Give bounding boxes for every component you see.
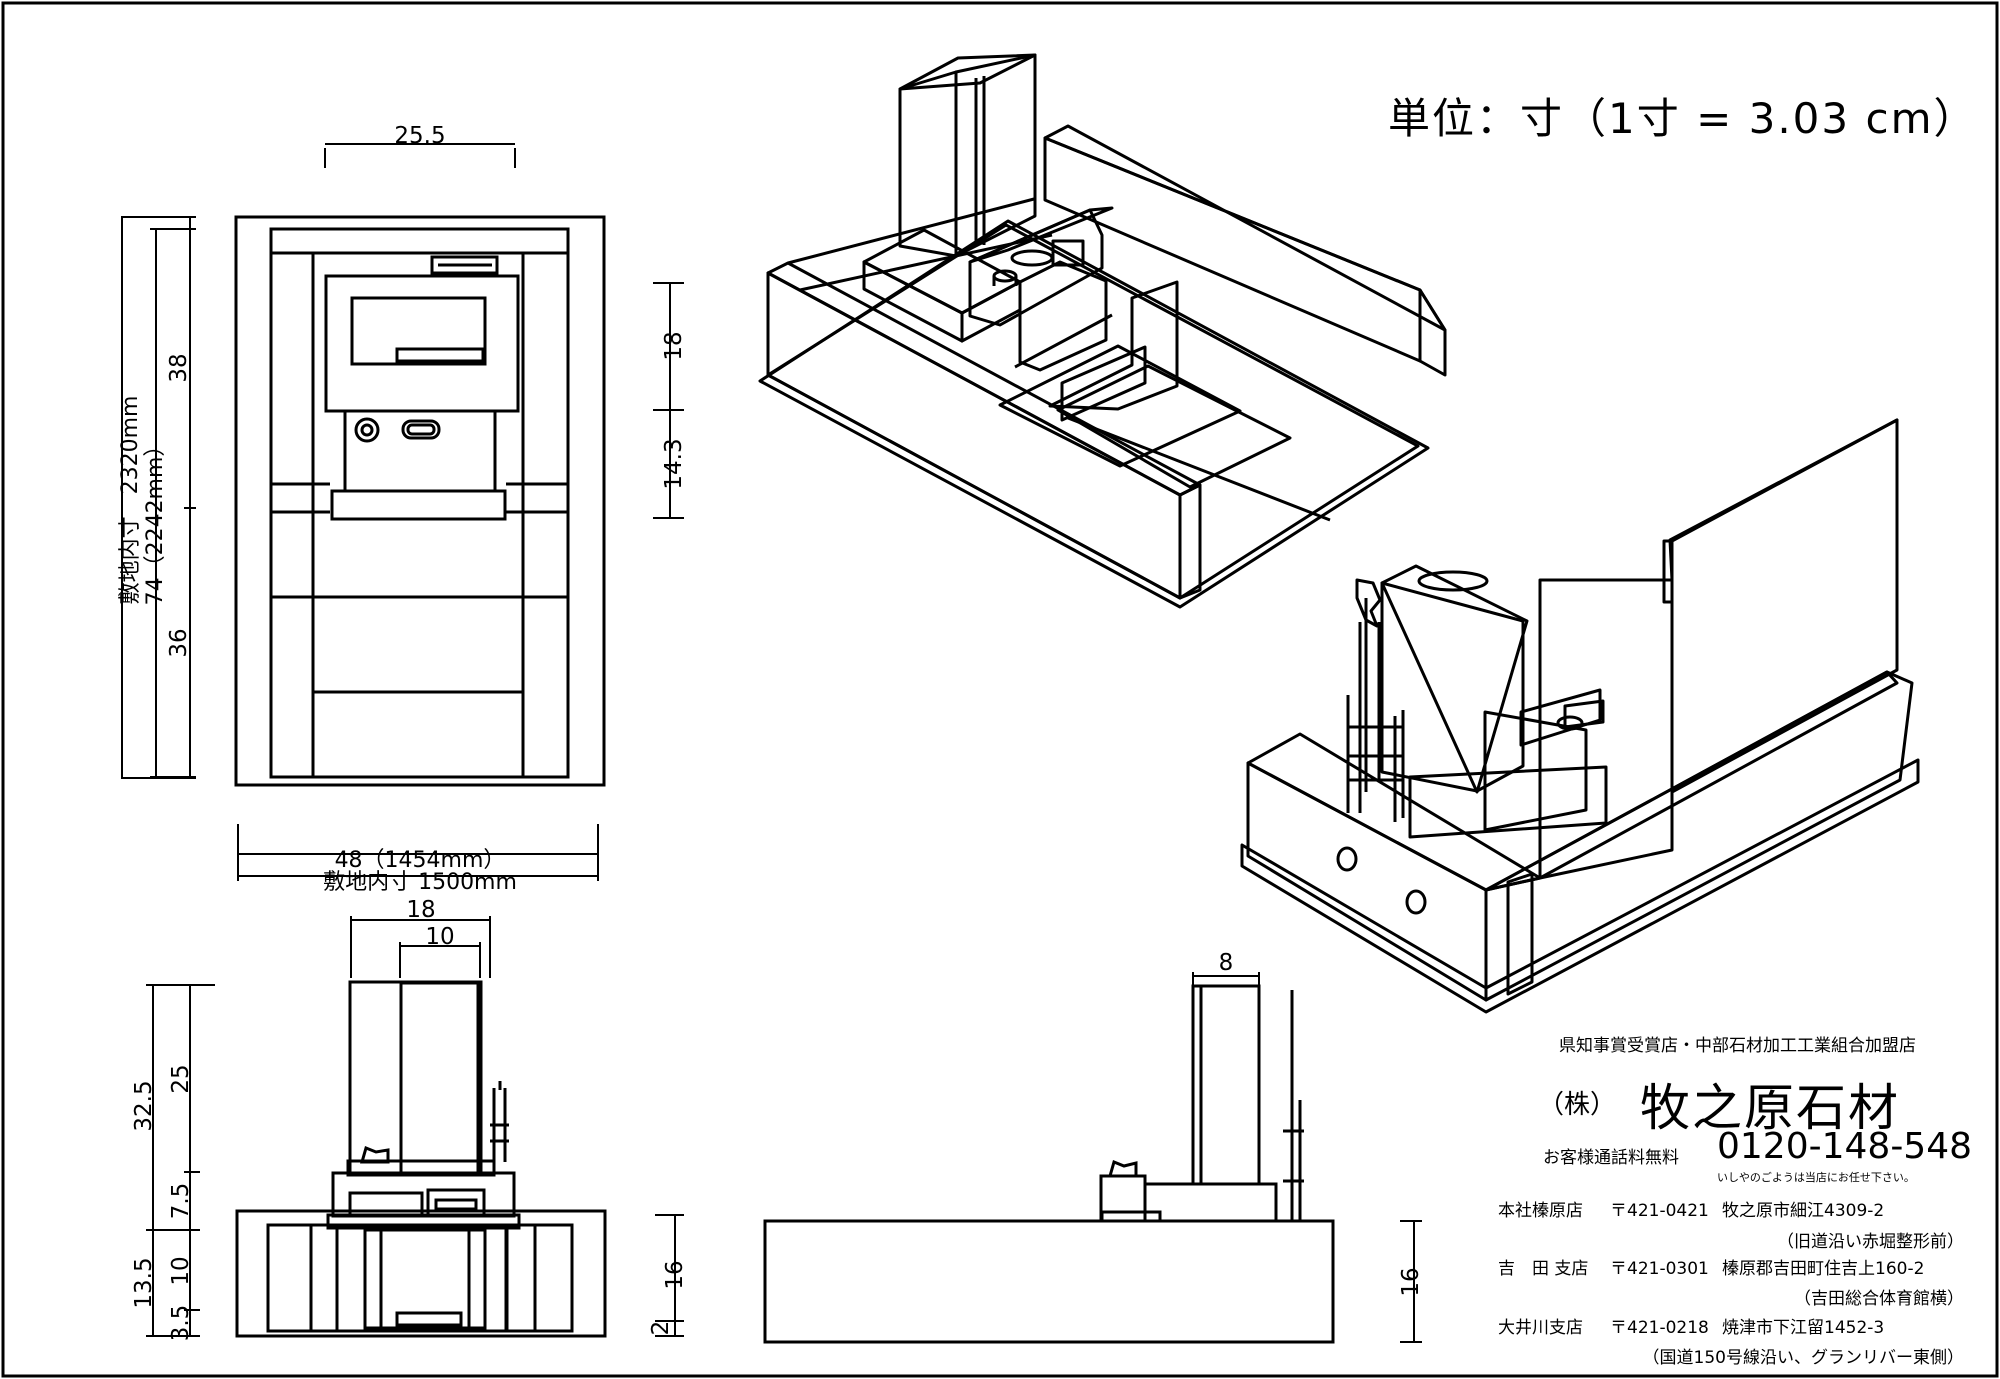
- dim-depth-rear: 38: [166, 353, 192, 382]
- branch-note: （旧道沿い赤堀整形前）: [1777, 1232, 1964, 1252]
- branch-name: 吉 田 支店: [1498, 1259, 1589, 1279]
- branch-address: 牧之原市細江4309-2: [1722, 1201, 1885, 1221]
- dim-side-top: 8: [1219, 950, 1234, 976]
- company-name: 牧之原石材: [1640, 1079, 1900, 1137]
- branch-note: （国道150号線沿い、グランリバー東側）: [1642, 1348, 1964, 1368]
- dim-site-width: 敷地内寸 1500mm: [323, 870, 517, 895]
- dim-total-depth: 敷地内寸 2320mm: [118, 396, 143, 605]
- dim-front-side-16: 16: [662, 1260, 688, 1289]
- plan-view: [234, 215, 606, 787]
- branch-row: 大井川支店 〒421-0218 焼津市下江留1452-3: [1498, 1313, 1884, 1338]
- dim-front-w2: 10: [425, 924, 454, 950]
- company-award: 県知事賞受賞店・中部石材加工工業組合加盟店: [1559, 1036, 1916, 1056]
- side-elevation: [763, 984, 1335, 1344]
- dim-plan-width: 48（1454mm）: [335, 848, 506, 873]
- branch-zip: 〒421-0421: [1610, 1201, 1709, 1221]
- dim-inner-depth: 74（2242mm）: [143, 435, 168, 606]
- branch-note: （吉田総合体育館横）: [1794, 1289, 1964, 1309]
- dim-side-base: 16: [1398, 1267, 1424, 1296]
- company-prefix: （株）: [1538, 1090, 1617, 1120]
- front-dimensions: [146, 916, 684, 1337]
- iso-view-rear: [758, 53, 1447, 609]
- branch-zip: 〒421-0218: [1610, 1318, 1709, 1338]
- branch-row: 吉 田 支店 〒421-0301 榛原郡吉田町住吉上160-2: [1498, 1254, 1924, 1279]
- dim-front-side-2: 2: [648, 1321, 674, 1336]
- unit-note: 単位：寸（1寸 = 3.03 cm）: [1388, 94, 1978, 143]
- branch-name: 大井川支店: [1498, 1318, 1583, 1338]
- dim-base-h1: 18: [661, 331, 687, 360]
- branch-name: 本社榛原店: [1498, 1201, 1583, 1221]
- side-dimensions: [1192, 972, 1422, 1343]
- toll-free-label: お客様通話料無料: [1543, 1148, 1679, 1168]
- branch-row: 本社榛原店 〒421-0421 牧之原市細江4309-2: [1498, 1196, 1884, 1221]
- branch-address: 焼津市下江留1452-3: [1722, 1318, 1885, 1338]
- dim-front-w1: 18: [406, 897, 435, 923]
- dim-top-width: 25.5: [394, 123, 445, 149]
- branch-address: 榛原郡吉田町住吉上160-2: [1722, 1259, 1925, 1279]
- dim-front-h-base: 13.5: [131, 1257, 157, 1308]
- company-phone: 0120-148-548: [1717, 1126, 1973, 1167]
- dim-front-h-mid: 7.5: [168, 1183, 194, 1220]
- dim-front-h-base-upper: 10: [168, 1256, 194, 1285]
- dim-base-h2: 14.3: [661, 438, 687, 489]
- front-elevation: [235, 980, 607, 1338]
- iso-view-front: [1240, 418, 1920, 1014]
- branch-zip: 〒421-0301: [1610, 1259, 1709, 1279]
- plan-dimensions: [121, 143, 684, 881]
- dim-depth-front: 36: [166, 628, 192, 657]
- company-tagline: いしやのごようは当店にお任せ下さい。: [1717, 1171, 1915, 1184]
- dim-front-h-base-lower: 3.5: [168, 1305, 194, 1342]
- dim-front-h-upper: 25: [168, 1064, 194, 1093]
- dim-front-h-total: 32.5: [131, 1080, 157, 1131]
